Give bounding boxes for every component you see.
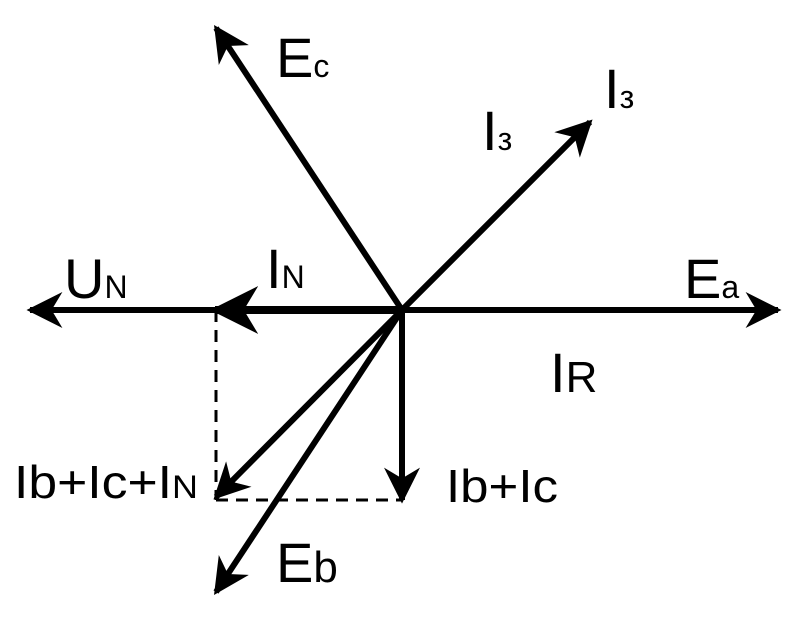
eb-arrow: [213, 308, 405, 596]
ib-ic-in-arrow: [213, 307, 405, 500]
ec-arrow: [213, 24, 405, 312]
i3-outer-label: Iз: [604, 57, 634, 120]
i3-arrow: [399, 119, 593, 313]
ir-label: IR: [550, 341, 597, 404]
un-label: UN: [64, 247, 128, 310]
i3-inner-label: Iз: [482, 99, 512, 162]
ea-label: Ea: [684, 247, 739, 310]
in-label: IN: [266, 237, 305, 300]
ec-label: Ec: [276, 26, 329, 89]
eb-label: Eb: [276, 531, 338, 594]
ib-ic-label: Ib+Ic: [446, 460, 558, 512]
